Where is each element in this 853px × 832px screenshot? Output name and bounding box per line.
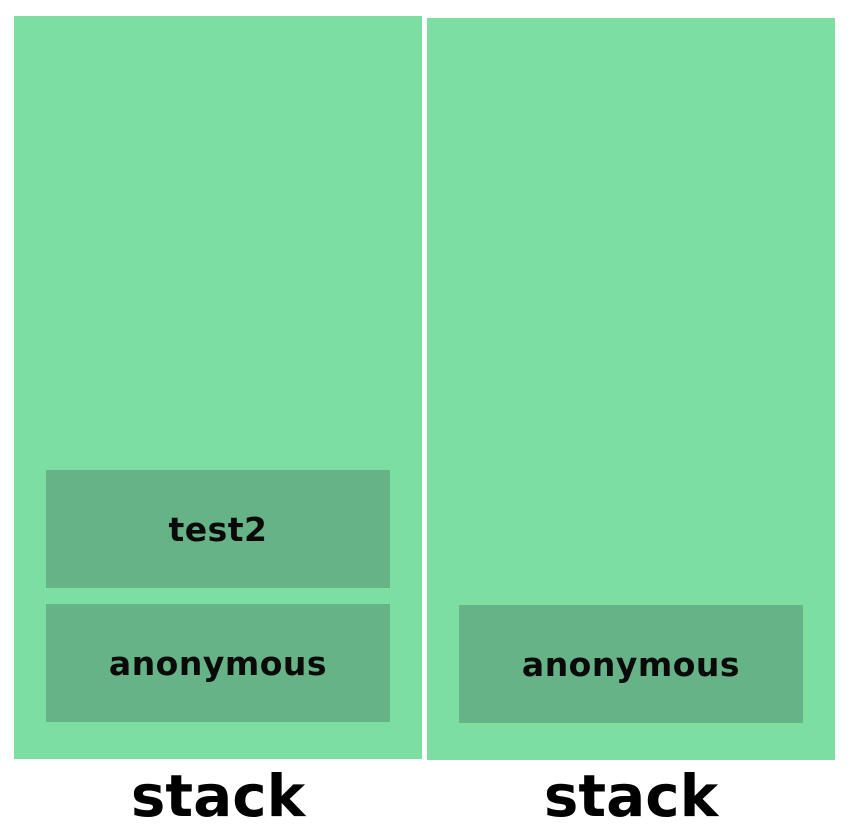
stack-frame-anonymous: anonymous xyxy=(459,605,803,723)
frame-label: anonymous xyxy=(521,644,741,684)
stack-frame-anonymous: anonymous xyxy=(46,604,390,722)
frame-label: anonymous xyxy=(108,643,328,683)
stack-frame-test2: test2 xyxy=(46,470,390,588)
frame-label: test2 xyxy=(168,509,268,549)
stack-left-label: stack xyxy=(130,762,306,830)
stack-right-label: stack xyxy=(543,762,719,830)
